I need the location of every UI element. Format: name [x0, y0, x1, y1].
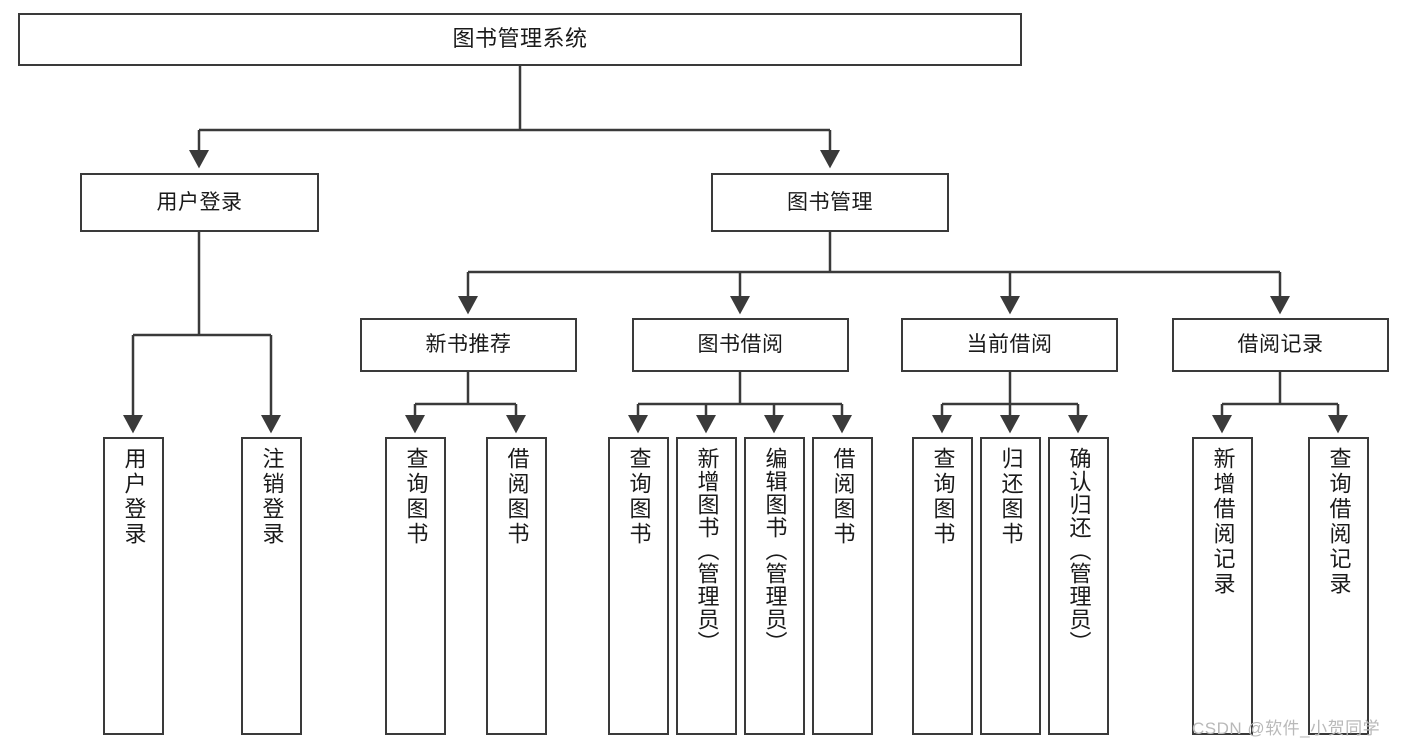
leaf-query-book-newbook[interactable]: 查询图书 — [385, 437, 446, 735]
node-borrow-record[interactable]: 借阅记录 — [1172, 318, 1389, 372]
leaf-add-book-admin[interactable]: 新增图书（管理员） — [676, 437, 737, 735]
leaf-user-login[interactable]: 用户登录 — [103, 437, 164, 735]
node-label: 查询借阅记录 — [1326, 447, 1352, 597]
node-new-book-recommend[interactable]: 新书推荐 — [360, 318, 577, 372]
node-label: 用户登录 — [121, 447, 147, 547]
leaf-query-borrow-record[interactable]: 查询借阅记录 — [1308, 437, 1369, 735]
node-label: 图书借阅 — [697, 333, 784, 357]
node-label: 新书推荐 — [425, 333, 512, 357]
node-label: 借阅图书 — [830, 447, 856, 547]
node-label: 查询图书 — [930, 447, 956, 547]
node-label: 借阅记录 — [1237, 333, 1324, 357]
leaf-return-book[interactable]: 归还图书 — [980, 437, 1041, 735]
leaf-borrow-book-newbook[interactable]: 借阅图书 — [486, 437, 547, 735]
node-label: 新增借阅记录 — [1210, 447, 1236, 597]
node-label: 归还图书 — [998, 447, 1024, 547]
node-root-book-management-system[interactable]: 图书管理系统 — [18, 13, 1022, 66]
node-label: 当前借阅 — [966, 333, 1053, 357]
node-user-login[interactable]: 用户登录 — [80, 173, 319, 232]
node-current-borrow[interactable]: 当前借阅 — [901, 318, 1118, 372]
node-label: 用户登录 — [156, 190, 243, 214]
leaf-borrow-book-borrow[interactable]: 借阅图书 — [812, 437, 873, 735]
leaf-query-book-borrow[interactable]: 查询图书 — [608, 437, 669, 735]
leaf-edit-book-admin[interactable]: 编辑图书（管理员） — [744, 437, 805, 735]
node-label: 图书管理系统 — [452, 26, 588, 52]
csdn-watermark: CSDN @软件_小贺同学 — [1192, 719, 1381, 738]
node-label: 查询图书 — [626, 447, 652, 547]
leaf-confirm-return-admin[interactable]: 确认归还（管理员） — [1048, 437, 1109, 735]
node-label: 注销登录 — [259, 447, 285, 547]
node-label: 图书管理 — [787, 190, 873, 214]
node-label: 查询图书 — [403, 447, 429, 547]
leaf-logout[interactable]: 注销登录 — [241, 437, 302, 735]
leaf-query-book-current[interactable]: 查询图书 — [912, 437, 973, 735]
node-label: 借阅图书 — [504, 447, 530, 547]
node-book-management[interactable]: 图书管理 — [711, 173, 949, 232]
leaf-add-borrow-record[interactable]: 新增借阅记录 — [1192, 437, 1253, 735]
node-label: 编辑图书（管理员） — [762, 447, 788, 654]
node-label: 确认归还（管理员） — [1066, 447, 1092, 654]
node-label: 新增图书（管理员） — [694, 447, 720, 654]
node-book-borrow[interactable]: 图书借阅 — [632, 318, 849, 372]
